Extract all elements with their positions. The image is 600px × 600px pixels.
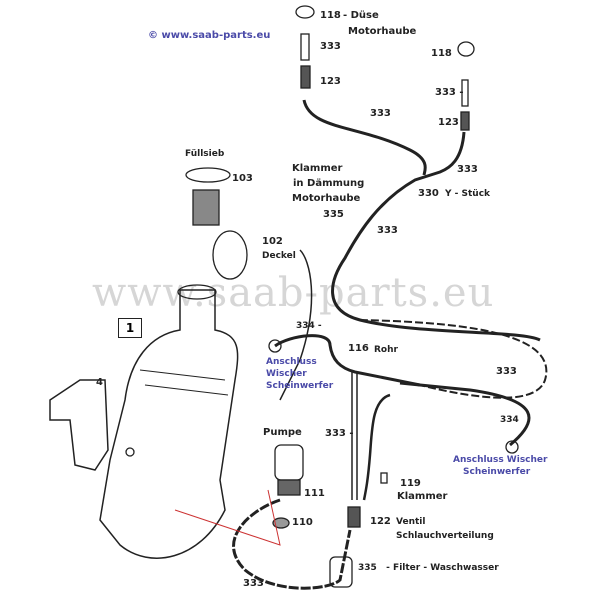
- hose-bottom: [232, 498, 352, 590]
- label-333: 333: [243, 578, 264, 589]
- label-333: 333: [377, 225, 398, 236]
- hose-to-clip: [362, 393, 391, 501]
- tank: [99, 289, 239, 559]
- cap: [212, 230, 248, 280]
- label-330: 330: [418, 188, 439, 199]
- label-118-right: 118: [431, 48, 452, 59]
- nozzle-left: [295, 5, 315, 89]
- label-334: 334 -: [296, 321, 322, 331]
- label-deckel: Deckel: [262, 251, 296, 261]
- label-duese: - Düse: [343, 10, 379, 21]
- label-334: 334: [500, 415, 519, 425]
- label-scheinwerfer: Scheinwerfer: [266, 381, 334, 391]
- label-333: 333: [457, 164, 478, 175]
- hose-334-left: [274, 334, 421, 387]
- label-klammer: Klammer: [397, 491, 448, 502]
- label-anschluss-wischer: Anschluss Wischer: [453, 455, 548, 465]
- label-110: 110: [292, 517, 313, 528]
- label-335: 335: [323, 209, 344, 220]
- tank-ribs: [139, 369, 229, 396]
- label-anschluss: Anschluss: [266, 357, 317, 367]
- valve-122: [347, 506, 361, 528]
- label-333: 333 -: [435, 87, 464, 98]
- label-motorhaube: Motorhaube: [348, 26, 417, 37]
- copyright-link[interactable]: © www.saab-parts.eu: [148, 30, 271, 41]
- hose-left-long: [279, 249, 313, 401]
- label-fuellsieb: Füllsieb: [185, 149, 225, 159]
- label-119: 119: [400, 478, 421, 489]
- label-103: 103: [232, 173, 253, 184]
- tank-filler-neck: [177, 284, 217, 300]
- filter: [329, 556, 353, 588]
- hose-333-vertical: [351, 372, 358, 500]
- pump: [272, 444, 304, 529]
- label-333: 333: [496, 366, 517, 377]
- hose-333-upper-left: [302, 99, 427, 176]
- watermark: www.saab-parts.eu: [92, 270, 495, 316]
- connector-right: [505, 440, 519, 454]
- hose-333-upper-right: [331, 131, 541, 342]
- label-y-stueck: Y - Stück: [445, 189, 491, 199]
- hose-334-right: [399, 381, 531, 447]
- label-klammer: Klammer: [292, 163, 343, 174]
- nozzle-right: [457, 41, 475, 131]
- label-ventil: Ventil: [396, 517, 426, 527]
- red-marker-lines: [174, 489, 281, 546]
- strainer: [185, 167, 231, 183]
- label-116: 116: [348, 343, 369, 354]
- tank-number-box: 1: [118, 318, 142, 338]
- label-schlauchverteilung: Schlauchverteilung: [396, 531, 494, 541]
- clip-119: [380, 472, 388, 484]
- label-motorhaube: Motorhaube: [292, 193, 361, 204]
- hose-right-loop: [359, 319, 548, 399]
- label-filter: 335 - Filter - Waschwasser: [358, 563, 499, 573]
- label-123: 123: [438, 117, 459, 128]
- label-333: 333 -: [325, 428, 354, 439]
- label-122: 122: [370, 516, 391, 527]
- label-pumpe: Pumpe: [263, 427, 302, 438]
- label-118-left: 118: [320, 10, 341, 21]
- bracket: [49, 379, 109, 471]
- label-111: 111: [304, 488, 325, 499]
- label-102: 102: [262, 236, 283, 247]
- strainer-mesh: [192, 189, 220, 226]
- label-scheinwerfer: Scheinwerfer: [463, 467, 531, 477]
- label-daemmung: in Dämmung: [293, 178, 365, 189]
- label-4: 4: [96, 377, 103, 388]
- bolt: [125, 447, 135, 457]
- label-rohr: Rohr: [374, 345, 398, 355]
- label-123: 123: [320, 76, 341, 87]
- label-333: 333: [320, 41, 341, 52]
- connector-left: [268, 339, 282, 353]
- label-wischer: Wischer: [266, 369, 307, 379]
- label-333: 333: [370, 108, 391, 119]
